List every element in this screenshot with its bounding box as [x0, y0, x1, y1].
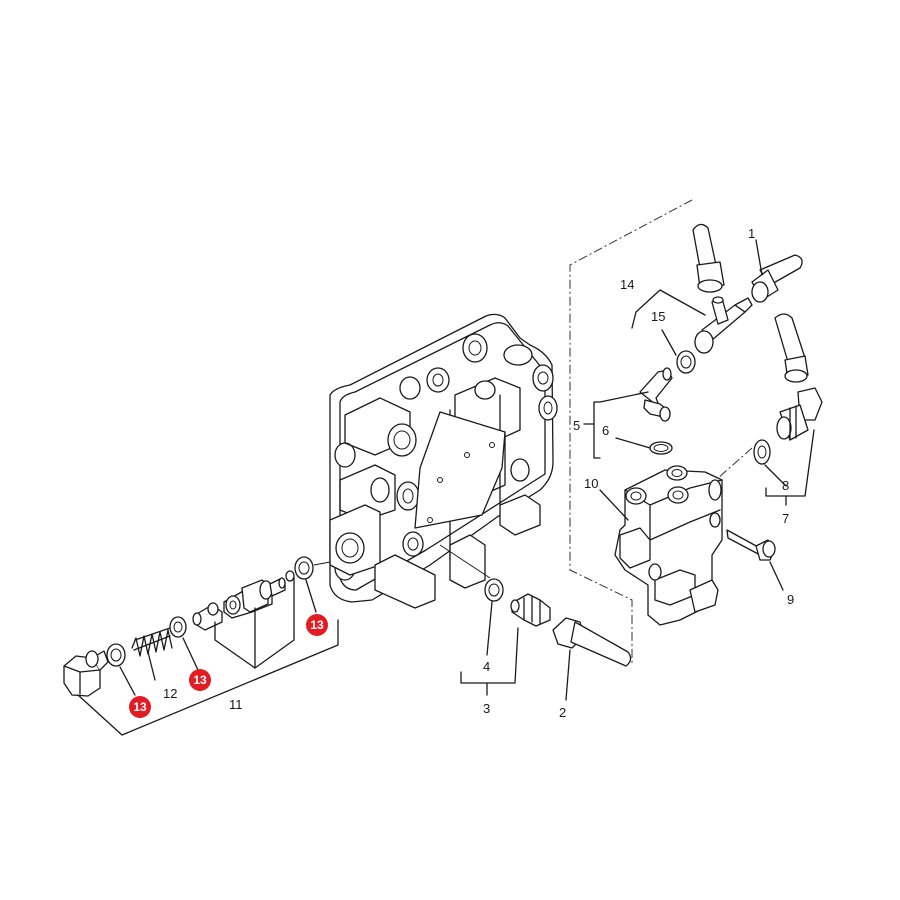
tube-fittings-top	[692, 223, 809, 383]
callout-labels: 1 2 3 4 5 6 7 8 9 10 11 12 14 15	[163, 226, 794, 720]
callout-12: 12	[163, 686, 177, 701]
badge-13-label: 13	[310, 618, 324, 632]
callout-2: 2	[559, 705, 566, 720]
tee-fitting-14	[631, 289, 753, 374]
callout-10: 10	[584, 476, 598, 491]
callout-3: 3	[483, 701, 490, 716]
callout-9: 9	[787, 592, 794, 607]
badge-13-b[interactable]: 13	[189, 669, 211, 691]
assembly-boundary	[569, 199, 693, 665]
badge-group: 13 13 13	[129, 614, 328, 718]
valve-housing	[329, 313, 558, 609]
callout-1: 1	[748, 226, 755, 241]
block-10	[599, 465, 723, 626]
badge-13-a[interactable]: 13	[129, 696, 151, 718]
center-line	[717, 447, 753, 479]
badge-13-c[interactable]: 13	[306, 614, 328, 636]
elbow-fitting-7	[753, 387, 823, 506]
elbow-fitting-5	[583, 367, 673, 459]
badge-13-label: 13	[193, 673, 207, 687]
callout-14: 14	[620, 277, 634, 292]
callout-6: 6	[602, 423, 609, 438]
callout-7: 7	[782, 511, 789, 526]
badge-13-circle	[189, 669, 211, 691]
badge-13-label: 13	[133, 700, 147, 714]
bracket-lines-left	[77, 577, 339, 736]
callout-4: 4	[483, 659, 490, 674]
plug-assembly	[63, 556, 331, 697]
tube-2	[552, 617, 632, 701]
callout-8: 8	[782, 478, 789, 493]
bolt-9	[726, 529, 784, 591]
badge-13-circle	[129, 696, 151, 718]
callout-11: 11	[229, 697, 243, 712]
callout-15: 15	[651, 309, 665, 324]
callout-5: 5	[573, 418, 580, 433]
fitting-group-3	[439, 544, 551, 696]
badge-13-circle	[306, 614, 328, 636]
